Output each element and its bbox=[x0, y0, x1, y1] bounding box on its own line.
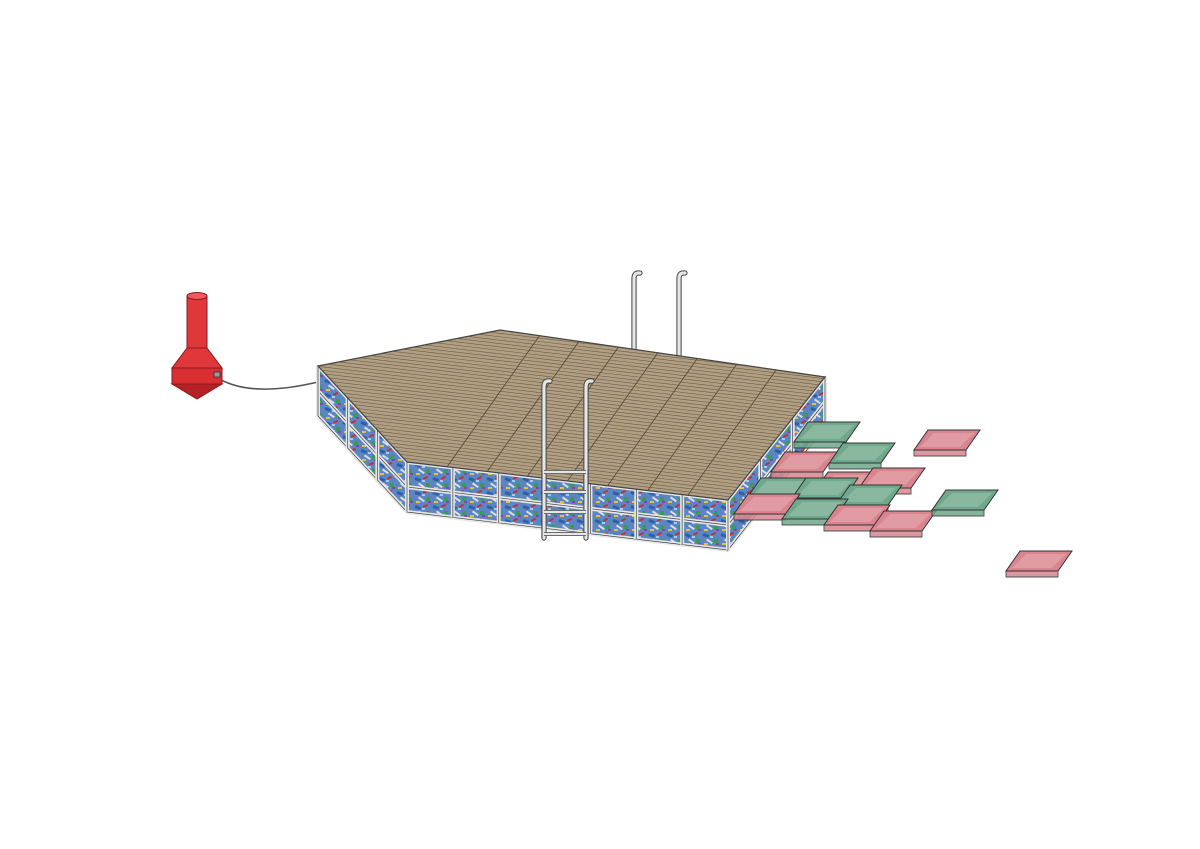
pillow-highlight bbox=[788, 502, 842, 516]
pillow-side bbox=[913, 449, 967, 457]
mooring-line bbox=[217, 377, 319, 390]
pillow-highlight bbox=[777, 455, 831, 469]
buoy-cone-bottom bbox=[170, 383, 224, 400]
pillow-side bbox=[1005, 570, 1059, 578]
pillow-side bbox=[793, 441, 847, 449]
pillow-side bbox=[931, 509, 985, 517]
pillow bbox=[869, 510, 937, 538]
pillow-highlight bbox=[1012, 554, 1066, 568]
pillow-top bbox=[869, 510, 937, 532]
buoy-ring bbox=[213, 371, 221, 378]
pillow-loose bbox=[1005, 550, 1073, 578]
deck-panel-seam bbox=[588, 330, 748, 500]
pillow bbox=[770, 451, 838, 479]
pillow-highlight bbox=[920, 433, 974, 447]
pillow-top bbox=[913, 429, 981, 451]
back-ladder bbox=[631, 270, 688, 361]
pillow-side bbox=[823, 524, 877, 532]
pillow-top bbox=[1005, 550, 1073, 572]
pillow-highlight bbox=[800, 425, 854, 439]
frame-rail-edge bbox=[406, 486, 729, 526]
front-ladder bbox=[541, 378, 595, 541]
ladder-rail bbox=[584, 379, 594, 540]
ladder-rail bbox=[542, 379, 552, 540]
pillow-top bbox=[858, 467, 926, 489]
pillow-highlight bbox=[865, 471, 919, 485]
ladder-rail bbox=[632, 271, 642, 360]
pillow-top bbox=[770, 451, 838, 473]
pillow-side bbox=[770, 471, 824, 479]
pillow-highlight bbox=[835, 446, 889, 460]
pillow-highlight bbox=[938, 493, 992, 507]
frame-rail-edge bbox=[317, 415, 408, 513]
pillow-top bbox=[931, 489, 999, 511]
pillow-loose bbox=[931, 489, 999, 517]
pillow-highlight bbox=[753, 481, 807, 495]
deck-panel-seam bbox=[468, 330, 628, 499]
buoy-stem bbox=[186, 295, 208, 357]
frame-rail-edge bbox=[317, 390, 408, 488]
pillow-highlight bbox=[798, 481, 852, 495]
pillow bbox=[828, 442, 896, 470]
pillow bbox=[733, 493, 801, 521]
pillow-loose bbox=[913, 429, 981, 457]
float-wall-left bbox=[316, 364, 409, 514]
pillow-side bbox=[733, 513, 787, 521]
deck-surface bbox=[316, 329, 827, 501]
buoy-cone-top bbox=[171, 347, 223, 369]
deck-panel-seam bbox=[628, 330, 788, 500]
pillow-highlight bbox=[830, 508, 884, 522]
deck-panel-seam bbox=[428, 330, 587, 494]
ladder-rail bbox=[677, 271, 687, 360]
pillow bbox=[793, 421, 861, 449]
front-ladder-rails bbox=[541, 378, 595, 541]
pillow-highlight bbox=[740, 497, 794, 511]
buoy-stem-top bbox=[186, 292, 208, 300]
pillow-highlight bbox=[842, 488, 896, 502]
pillow-highlight bbox=[876, 514, 930, 528]
pillow-side bbox=[869, 530, 923, 538]
back-ladder-rails bbox=[631, 270, 688, 361]
frame-rail-edge bbox=[406, 511, 729, 551]
floating-pillows bbox=[733, 421, 1073, 578]
pillow-top bbox=[793, 421, 861, 443]
buoy-icon bbox=[170, 292, 224, 400]
